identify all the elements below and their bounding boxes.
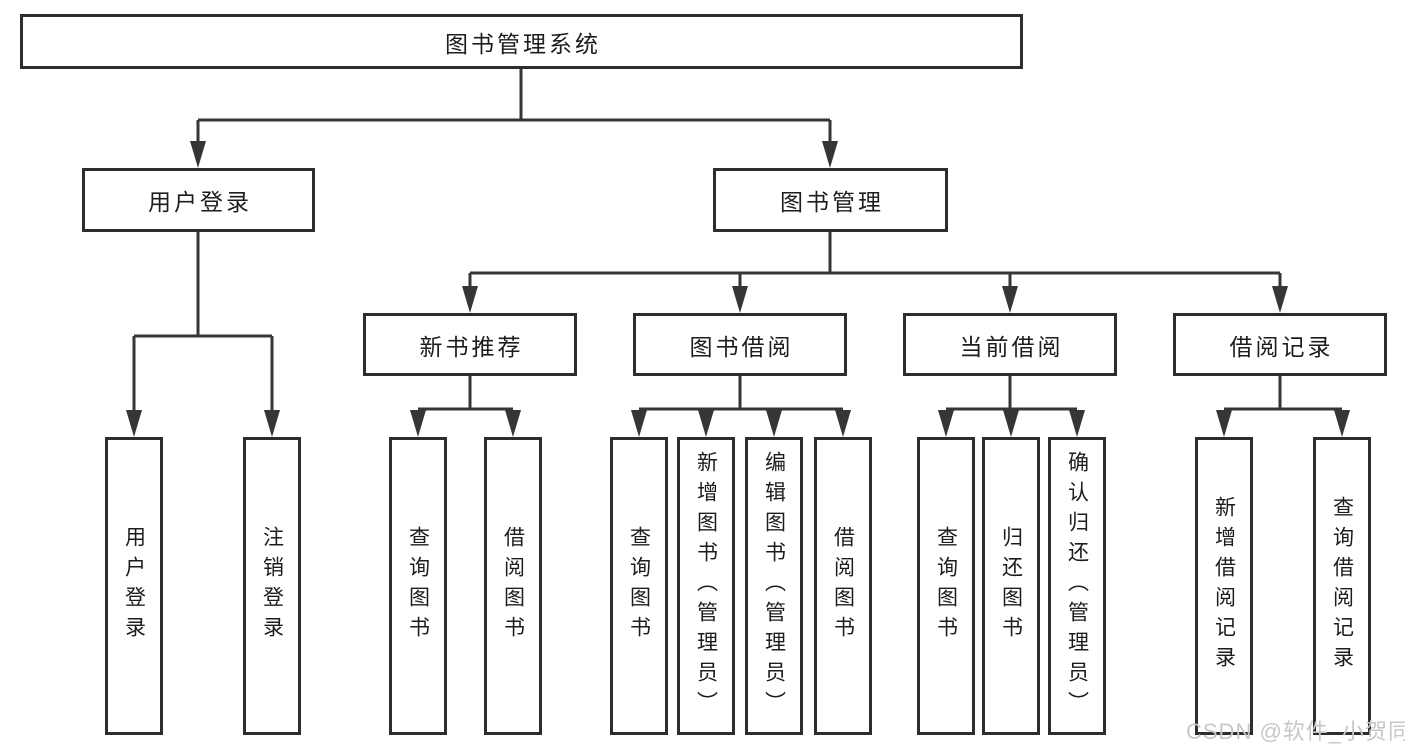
node-label: 当前借阅 [959,333,1064,360]
leaf-current-query-books: 查询图书 [917,437,975,735]
node-label: 查询借阅记录 [1330,496,1354,676]
node-library-management-system: 图书管理系统 [20,14,1023,69]
leaf-borrow-query-books: 查询图书 [610,437,668,735]
node-label: 借阅记录 [1229,333,1334,360]
node-label: 借阅图书 [501,526,525,646]
node-label: 用户登录 [122,526,146,646]
node-label: 图书管理系统 [445,30,601,57]
node-label: 编辑图书（管理员） [762,451,786,721]
leaf-borrow-add-books-admin: 新增图书（管理员） [677,437,735,735]
leaf-borrow-borrow-books: 借阅图书 [814,437,872,735]
node-label: 确认归还（管理员） [1065,451,1089,721]
leaf-borrow-edit-books-admin: 编辑图书（管理员） [745,437,803,735]
node-book-borrowing: 图书借阅 [633,313,847,376]
node-label: 图书借阅 [689,333,794,360]
node-label: 新增借阅记录 [1212,496,1236,676]
arrowhead-icons [126,141,1350,437]
node-label: 查询图书 [406,526,430,646]
leaf-record-add-borrow-record: 新增借阅记录 [1195,437,1253,735]
node-label: 图书管理 [780,189,884,215]
node-label: 注销登录 [260,526,284,646]
node-new-book-recommendation: 新书推荐 [363,313,577,376]
node-label: 新增图书（管理员） [694,451,718,721]
leaf-logout: 注销登录 [243,437,301,735]
csdn-watermark: CSDN @软件_小贺同学 [1186,719,1405,744]
node-label: 归还图书 [999,526,1023,646]
leaf-current-return-books: 归还图书 [982,437,1040,735]
node-label: 用户登录 [148,189,252,215]
node-user-login: 用户登录 [82,168,315,232]
node-label: 查询图书 [627,526,651,646]
node-book-management: 图书管理 [713,168,948,232]
leaf-newbook-borrow-books: 借阅图书 [484,437,542,735]
leaf-current-confirm-return-admin: 确认归还（管理员） [1048,437,1106,735]
node-label: 新书推荐 [419,333,524,360]
leaf-newbook-query-books: 查询图书 [389,437,447,735]
leaf-user-login: 用户登录 [105,437,163,735]
node-current-borrowing: 当前借阅 [903,313,1117,376]
leaf-record-query-borrow-record: 查询借阅记录 [1313,437,1371,735]
node-label: 借阅图书 [831,526,855,646]
node-label: 查询图书 [934,526,958,646]
node-borrowing-records: 借阅记录 [1173,313,1387,376]
